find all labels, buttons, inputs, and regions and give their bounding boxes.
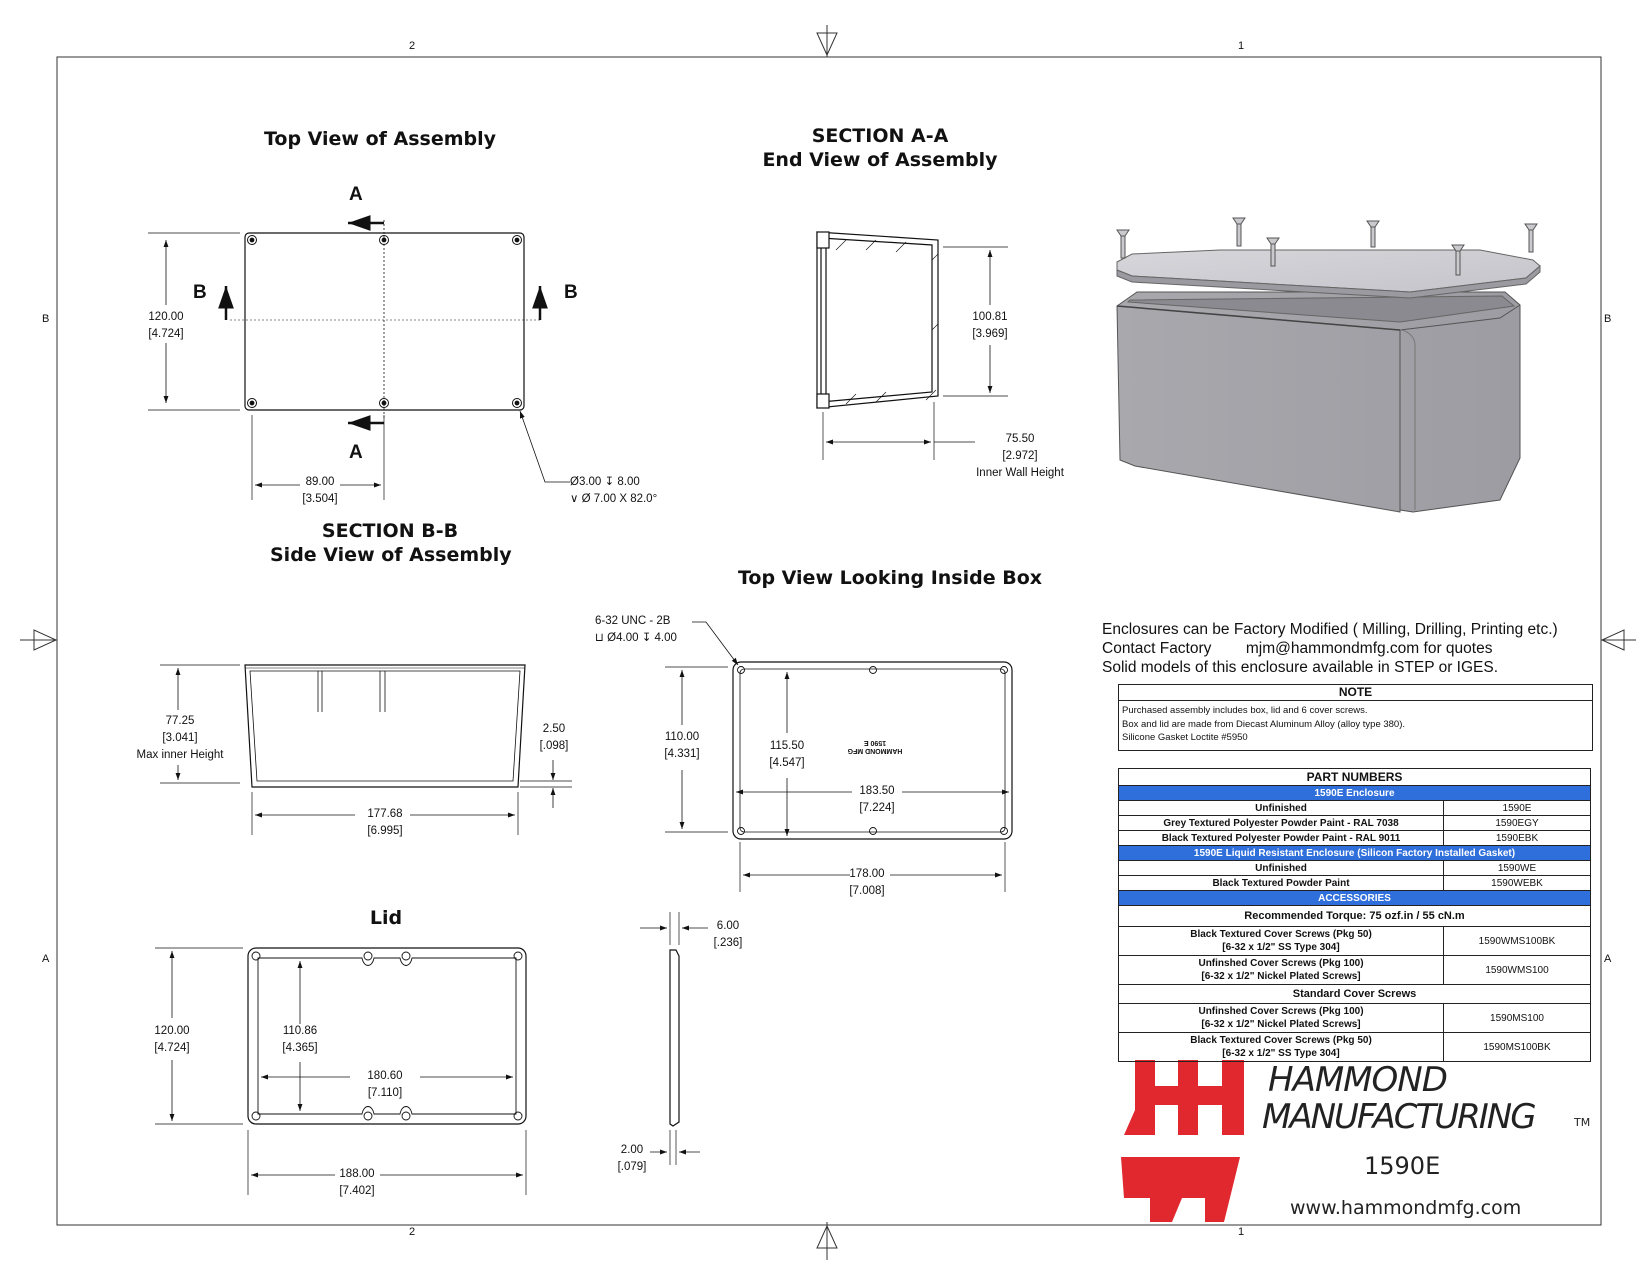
dim-lid-height: 120.00[4.724] bbox=[154, 1025, 190, 1054]
section-label-b: B bbox=[564, 282, 578, 303]
section-bb-view bbox=[160, 664, 572, 835]
zone-label: B bbox=[42, 313, 50, 325]
dim-top-spacing: 120.0089.00[3.504] bbox=[302, 476, 338, 505]
table-row: Unfinshed Cover Screws (Pkg 100)[6-32 x … bbox=[1118, 955, 1591, 985]
note-header: NOTE bbox=[1119, 685, 1592, 701]
dim-inside-outer-width: 178.00[7.008] bbox=[849, 868, 885, 897]
dim-lid-inner-height: 110.86[4.365] bbox=[282, 1025, 318, 1054]
dim-inside-outer-height: 110.00[4.331] bbox=[664, 731, 700, 760]
zone-label: 1 bbox=[1238, 40, 1245, 52]
sheet-border bbox=[20, 25, 1636, 1260]
lid-title: Lid bbox=[369, 907, 403, 929]
zone-label: 2 bbox=[409, 1226, 416, 1238]
table-group: 1590E Enclosure bbox=[1118, 785, 1591, 801]
section-bb-title: SECTION B-B bbox=[321, 520, 459, 542]
dim-inside-inner-height: 115.50[4.547] bbox=[769, 740, 805, 769]
section-aa-view bbox=[816, 231, 1008, 460]
zone-label: 1 bbox=[1238, 1226, 1245, 1238]
hammond-logo-mark bbox=[1121, 1060, 1244, 1222]
note-text: Box and lid are made from Diecast Alumin… bbox=[1122, 718, 1406, 730]
inside-view-title: Top View Looking Inside Box bbox=[737, 567, 1043, 589]
dim-lid-inner-width: 180.60[7.110] bbox=[367, 1070, 403, 1099]
dim-side-height: 77.25[3.041]Max inner Height bbox=[136, 715, 224, 761]
section-aa-title: SECTION A-A bbox=[811, 125, 949, 147]
zone-label: A bbox=[1604, 953, 1612, 965]
note-line: Solid models of this enclosure available… bbox=[1102, 659, 1499, 676]
dim-side-wall: 2.50[.098] bbox=[539, 723, 569, 752]
table-header: PART NUMBERS bbox=[1118, 768, 1591, 786]
table-row: Black Textured Polyester Powder Paint - … bbox=[1118, 830, 1591, 846]
website-url: www.hammondmfg.com bbox=[1290, 1197, 1522, 1219]
zone-label: 2 bbox=[409, 40, 416, 52]
dim-top-height: 120.00[4.724] bbox=[148, 311, 184, 340]
table-row: Black Textured Cover Screws (Pkg 50)[6-3… bbox=[1118, 1032, 1591, 1062]
dim-hole-callout: Ø3.00 ↧ 8.00∨ Ø 7.00 X 82.0° bbox=[570, 476, 658, 505]
top-view-assembly bbox=[148, 215, 570, 500]
note-text: Silicone Gasket Loctite #5950 bbox=[1122, 732, 1248, 743]
brand-name-line1: HAMMOND bbox=[1268, 1060, 1448, 1100]
note-line: Enclosures can be Factory Modified ( Mil… bbox=[1102, 621, 1558, 638]
standard-screws-header: Standard Cover Screws bbox=[1118, 984, 1591, 1004]
isometric-enclosure-view bbox=[1116, 217, 1541, 513]
dim-inside-inner-width: 183.50[7.224] bbox=[859, 785, 895, 814]
factory-notes: Enclosures can be Factory Modified ( Mil… bbox=[1102, 620, 1558, 677]
inside-box-view bbox=[665, 621, 1013, 892]
table-row: Unfinshed Cover Screws (Pkg 100)[6-32 x … bbox=[1118, 1003, 1591, 1033]
note-text: Purchased assembly includes box, lid and… bbox=[1122, 705, 1368, 716]
dim-end-width: 75.50[2.972]Inner Wall Height bbox=[976, 433, 1064, 479]
dim-thread-callout: 6-32 UNC - 2B⊔ Ø4.00 ↧ 4.00 bbox=[595, 615, 677, 644]
torque-row: Recommended Torque: 75 ozf.in / 55 cN.m bbox=[1118, 905, 1591, 927]
note-line: Contact Factory mjm@hammondmfg.com for q… bbox=[1102, 640, 1493, 657]
section-label-a: A bbox=[349, 442, 363, 463]
zone-label: A bbox=[42, 953, 50, 965]
table-row: Grey Textured Polyester Powder Paint - R… bbox=[1118, 815, 1591, 831]
section-label-a: A bbox=[349, 184, 363, 205]
dim-lid-thickness: 6.00[.236] bbox=[713, 920, 743, 949]
trademark: TM bbox=[1574, 1116, 1591, 1129]
dim-end-height: 100.81[3.969] bbox=[972, 311, 1008, 340]
dim-lid-width: 188.00[7.402] bbox=[339, 1168, 375, 1197]
note-box: NOTE Purchased assembly includes box, li… bbox=[1118, 684, 1593, 751]
dim-lid-rim: 2.00[.079] bbox=[617, 1144, 647, 1173]
table-row: Black Textured Cover Screws (Pkg 50)[6-3… bbox=[1118, 926, 1591, 956]
side-view-title: Side View of Assembly bbox=[270, 544, 512, 566]
zone-label: B bbox=[1604, 313, 1612, 325]
section-label-b: B bbox=[193, 282, 207, 303]
brand-name-line2: MANUFACTURING bbox=[1262, 1097, 1537, 1137]
lid-view bbox=[155, 912, 708, 1195]
end-view-title: End View of Assembly bbox=[762, 149, 998, 171]
top-view-title: Top View of Assembly bbox=[263, 128, 497, 150]
dim-side-length: 177.68[6.995] bbox=[367, 808, 403, 837]
model-number: 1590E bbox=[1364, 1152, 1441, 1180]
table-group: ACCESSORIES bbox=[1118, 890, 1591, 906]
table-group: 1590E Liquid Resistant Enclosure (Silico… bbox=[1118, 845, 1591, 861]
